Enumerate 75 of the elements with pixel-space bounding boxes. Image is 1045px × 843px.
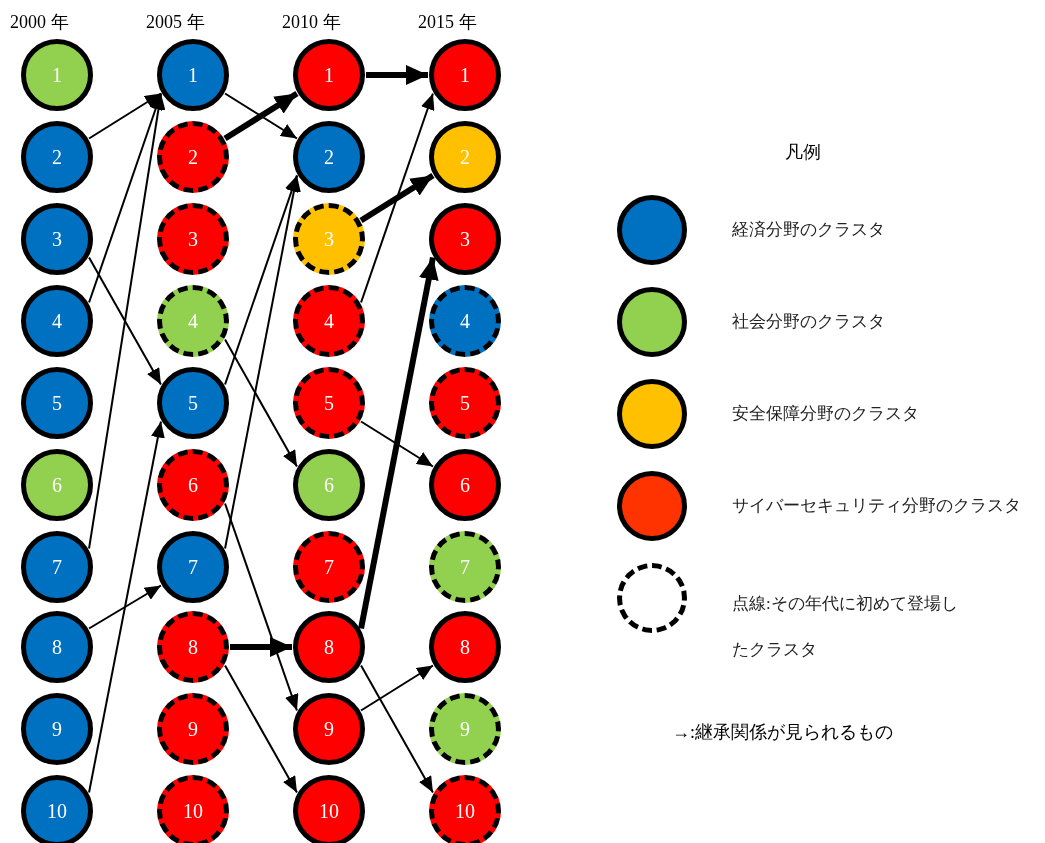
arrow bbox=[360, 664, 434, 712]
legend-label: 安全保障分野のクラスタ bbox=[732, 403, 920, 425]
legend-label: サイバーセキュリティ分野のクラスタ bbox=[732, 495, 1022, 517]
cluster-number: 5 bbox=[460, 393, 470, 413]
cluster-number: 6 bbox=[460, 475, 470, 495]
cluster-number: 6 bbox=[52, 475, 62, 495]
cluster-number: 3 bbox=[52, 229, 62, 249]
cluster-number: 7 bbox=[52, 557, 62, 577]
arrow bbox=[224, 174, 301, 550]
cluster-number: 4 bbox=[324, 311, 334, 331]
cluster-number: 10 bbox=[183, 801, 203, 821]
cluster-number: 1 bbox=[52, 65, 62, 85]
cluster-number: 9 bbox=[188, 719, 198, 739]
cluster-number: 6 bbox=[188, 475, 198, 495]
cluster-number: 2 bbox=[188, 147, 198, 167]
cluster-number: 3 bbox=[188, 229, 198, 249]
cluster-number: 7 bbox=[188, 557, 198, 577]
cluster-number: 1 bbox=[188, 65, 198, 85]
year-heading: 2000 年 bbox=[10, 11, 69, 34]
cluster-number: 8 bbox=[460, 637, 470, 657]
cluster-number: 9 bbox=[324, 719, 334, 739]
arrow bbox=[88, 256, 162, 386]
cluster-number: 9 bbox=[460, 719, 470, 739]
arrow bbox=[360, 420, 434, 468]
cluster-number: 10 bbox=[47, 801, 67, 821]
cluster-number: 3 bbox=[460, 229, 470, 249]
legend-label: 点線:その年代に初めて登場したクラスタ bbox=[732, 593, 959, 661]
cluster-number: 10 bbox=[319, 801, 339, 821]
arrow bbox=[88, 92, 163, 304]
year-heading: 2010 年 bbox=[282, 11, 341, 34]
arrow bbox=[359, 172, 435, 224]
cluster-number: 2 bbox=[324, 147, 334, 167]
cluster-circle bbox=[157, 39, 229, 111]
arrow bbox=[224, 174, 299, 386]
cluster-number: 7 bbox=[324, 557, 334, 577]
cluster-number: 8 bbox=[188, 637, 198, 657]
arrow bbox=[224, 664, 298, 794]
cluster-number: 8 bbox=[324, 637, 334, 657]
cluster-number: 7 bbox=[460, 557, 470, 577]
cluster-number: 5 bbox=[324, 393, 334, 413]
arrow bbox=[88, 584, 162, 630]
cluster-number: 9 bbox=[52, 719, 62, 739]
legend-note: →:継承関係が見られるもの bbox=[672, 721, 893, 744]
legend-title: 凡例 bbox=[785, 141, 821, 164]
arrow bbox=[360, 664, 434, 794]
cluster-circle bbox=[293, 693, 365, 765]
arrow bbox=[88, 92, 162, 140]
cluster-number: 10 bbox=[455, 801, 475, 821]
arrow bbox=[88, 92, 166, 550]
cluster-number: 2 bbox=[52, 147, 62, 167]
legend-label: 社会分野のクラスタ bbox=[732, 311, 886, 333]
cluster-number: 8 bbox=[52, 637, 62, 657]
year-heading: 2005 年 bbox=[146, 11, 205, 34]
arrow bbox=[224, 338, 298, 468]
legend-label: 経済分野のクラスタ bbox=[732, 219, 886, 241]
cluster-number: 3 bbox=[324, 229, 334, 249]
cluster-number: 2 bbox=[460, 147, 470, 167]
arrow bbox=[88, 420, 165, 794]
arrow bbox=[224, 502, 299, 712]
cluster-number: 1 bbox=[460, 65, 470, 85]
cluster-circle bbox=[21, 775, 93, 843]
cluster-number: 1 bbox=[324, 65, 334, 85]
arrow bbox=[366, 65, 428, 85]
cluster-number: 5 bbox=[52, 393, 62, 413]
arrow bbox=[360, 92, 435, 304]
cluster-number: 4 bbox=[188, 311, 198, 331]
cluster-circle bbox=[157, 367, 229, 439]
year-heading: 2015 年 bbox=[418, 11, 477, 34]
cluster-number: 5 bbox=[188, 393, 198, 413]
cluster-number: 4 bbox=[460, 311, 470, 331]
arrow bbox=[230, 637, 292, 657]
arrow bbox=[358, 256, 439, 630]
cluster-number: 4 bbox=[52, 311, 62, 331]
cluster-circle bbox=[293, 775, 365, 843]
cluster-number: 6 bbox=[324, 475, 334, 495]
